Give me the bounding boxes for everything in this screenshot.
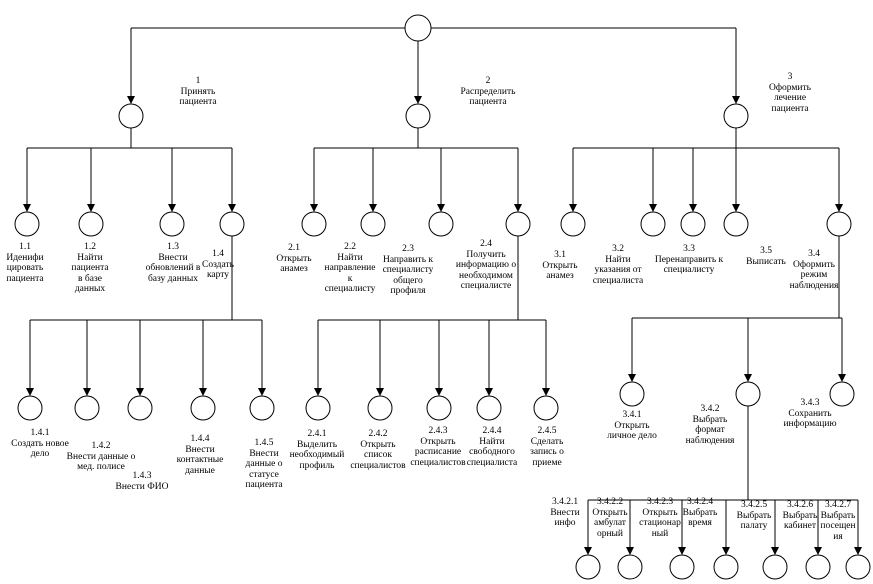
node-label-n3-4-2: 3.4.2 Выбрать формат наблюдения: [685, 404, 735, 446]
node-circle-n1-4-2: [74, 395, 100, 421]
node-circle-n3-4-2-5: [762, 554, 788, 580]
node-label-n3-5: 3.5 Выписать: [746, 246, 786, 267]
node-label-n1-2: 1.2 Найти пациента в базе данных: [71, 242, 109, 294]
node-circle-n3-4: [826, 211, 852, 237]
node-circle-n3-2: [640, 211, 666, 237]
node-circle-n2-1: [301, 211, 327, 237]
node-label-n2: 2 Распределить пациента: [460, 76, 516, 107]
node-label-n1-4-3: 1.4.3 Внести ФИО: [115, 471, 169, 492]
node-label-n3-4-2-2: 3.4.2.2 Открыть амбулат орный: [592, 497, 628, 539]
node-circle-n3-4-1: [619, 381, 645, 407]
node-label-n3-4-2-4: 3.4.2.4 Выбрать время: [682, 497, 718, 528]
node-label-n2-1: 2.1 Открыть анамез: [276, 243, 312, 274]
node-label-n2-4-4: 2.4.4 Найти свободного специалиста: [466, 426, 518, 468]
node-circle-n1-1: [14, 211, 40, 237]
node-circle-n2-4-3: [426, 395, 452, 421]
node-label-n3-2: 3.2 Найти указания от специалиста: [592, 244, 644, 286]
node-circle-n3-4-2-4: [713, 554, 739, 580]
node-circle-n1-2: [78, 211, 104, 237]
node-circle-n3-3: [680, 211, 706, 237]
node-label-n2-4-3: 2.4.3 Открыть расписание специалистов: [410, 426, 466, 468]
node-label-n1-4-4: 1.4.4 Внести контактные данные: [176, 434, 224, 476]
node-circle-n1-4: [219, 211, 245, 237]
node-label-n3-4: 3.4 Оформить режим наблюдения: [789, 249, 839, 291]
node-circle-n2-2: [360, 211, 386, 237]
node-label-n1-1: 1.1 Иденифи цировать пациента: [6, 242, 44, 284]
node-label-n2-3: 2.3 Направить к специалисту общего профи…: [382, 244, 434, 296]
node-circle-n3-4-2-6: [805, 554, 831, 580]
node-label-n3-4-1: 3.4.1 Открыть личное дело: [607, 410, 657, 441]
node-label-n3-1: 3.1 Открыть анамез: [542, 250, 578, 281]
node-circle-n1-4-1: [17, 395, 43, 421]
node-label-n3-4-2-1: 3.4.2.1 Внести инфо: [550, 497, 580, 528]
node-circle-n1: [118, 103, 144, 129]
node-circle-n2-4-1: [305, 395, 331, 421]
node-circle-n1-4-5: [249, 395, 275, 421]
node-circle-n3-4-2-7: [845, 554, 871, 580]
node-label-n1: 1 Принять пациента: [179, 76, 217, 107]
node-circle-n3-4-2-3: [669, 554, 695, 580]
node-circle-n1-4-4: [190, 395, 216, 421]
node-label-n3-4-3: 3.4.3 Сохранить информацию: [783, 398, 837, 429]
node-label-n1-3: 1.3 Внести обновлений в базу данных: [145, 242, 201, 284]
node-label-n1-4-2: 1.4.2 Внести данные о мед. полисе: [66, 441, 136, 472]
node-circle-n3-4-2-1: [575, 554, 601, 580]
node-label-n3-4-2-7: 3.4.2.7 Выбрать посещен ия: [820, 500, 856, 542]
node-circle-n3-1: [560, 211, 586, 237]
node-circle-n2: [405, 103, 431, 129]
node-circle-n1-3: [159, 211, 185, 237]
node-label-n2-2: 2.2 Найти направление к специалисту: [324, 242, 376, 294]
node-label-n3: 3 Оформить лечение пациента: [769, 72, 811, 114]
node-label-n3-4-2-5: 3.4.2.5 Выбрать палату: [736, 500, 772, 531]
node-label-n2-4-1: 2.4.1 Выделить необходимый профиль: [289, 429, 345, 471]
node-circle-n2-4-4: [476, 395, 502, 421]
node-circle-n3: [723, 103, 749, 129]
node-label-n3-4-2-6: 3.4.2.6 Выбрать кабинет: [782, 500, 818, 531]
node-circle-n2-3: [428, 211, 454, 237]
node-label-n3-3: 3.3 Перенаправить к специалисту: [654, 244, 724, 275]
node-label-n2-4: 2.4 Получить информацию о необходимом сп…: [455, 239, 517, 291]
node-circle-n3-4-2: [735, 381, 761, 407]
node-label-n1-4-1: 1.4.1 Создать новое дело: [11, 428, 69, 459]
node-circle-n3-4-2-2: [617, 554, 643, 580]
node-label-n2-4-5: 2.4.5 Сделать запись о приеме: [530, 426, 564, 468]
node-circle-n2-4-5: [533, 395, 559, 421]
node-label-n1-4: 1.4 Создать карту: [202, 249, 234, 280]
node-circle-root: [404, 14, 432, 42]
node-circle-n3-4-3: [829, 381, 855, 407]
node-circle-n2-4-2: [367, 395, 393, 421]
node-circle-n1-4-3: [127, 395, 153, 421]
node-circle-n2-4: [505, 211, 531, 237]
node-circle-n3-5: [723, 211, 749, 237]
node-label-n1-4-5: 1.4.5 Внести данные о статусе пациента: [245, 438, 283, 490]
node-label-n2-4-2: 2.4.2 Открыть список специалистов: [350, 429, 406, 471]
node-label-n3-4-2-3: 3.4.2.3 Открыть стационар ный: [639, 497, 681, 539]
